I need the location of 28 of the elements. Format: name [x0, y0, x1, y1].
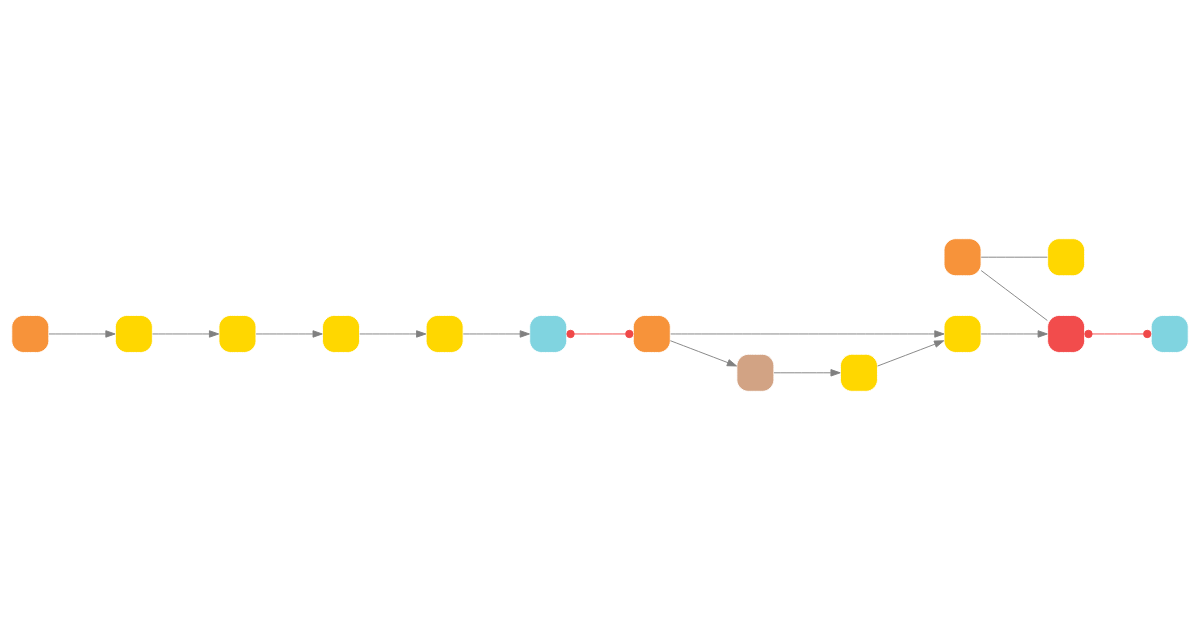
connector	[566, 329, 634, 339]
node-box	[943, 238, 982, 277]
arrow	[670, 330, 945, 338]
node-box	[1150, 315, 1189, 353]
connector	[980, 256, 1048, 258]
arrow	[462, 330, 530, 338]
node-box	[943, 315, 982, 353]
connector	[1084, 329, 1152, 339]
arrow	[48, 330, 116, 338]
node-box	[632, 315, 671, 353]
arrow	[670, 340, 738, 367]
node-box	[1047, 238, 1086, 277]
node-box	[322, 315, 360, 353]
node-box	[736, 353, 775, 392]
node-box	[218, 315, 257, 353]
node-box	[840, 353, 878, 392]
arrow	[359, 330, 427, 338]
node-box	[114, 315, 153, 353]
node-box	[425, 315, 464, 353]
node-box	[1047, 315, 1086, 353]
arrow	[877, 340, 945, 367]
node-box	[11, 315, 50, 353]
arrow	[773, 369, 841, 377]
arrow	[980, 330, 1048, 338]
connector	[980, 270, 1048, 321]
arrow	[255, 330, 323, 338]
node-box	[529, 315, 568, 353]
arrow	[152, 330, 220, 338]
